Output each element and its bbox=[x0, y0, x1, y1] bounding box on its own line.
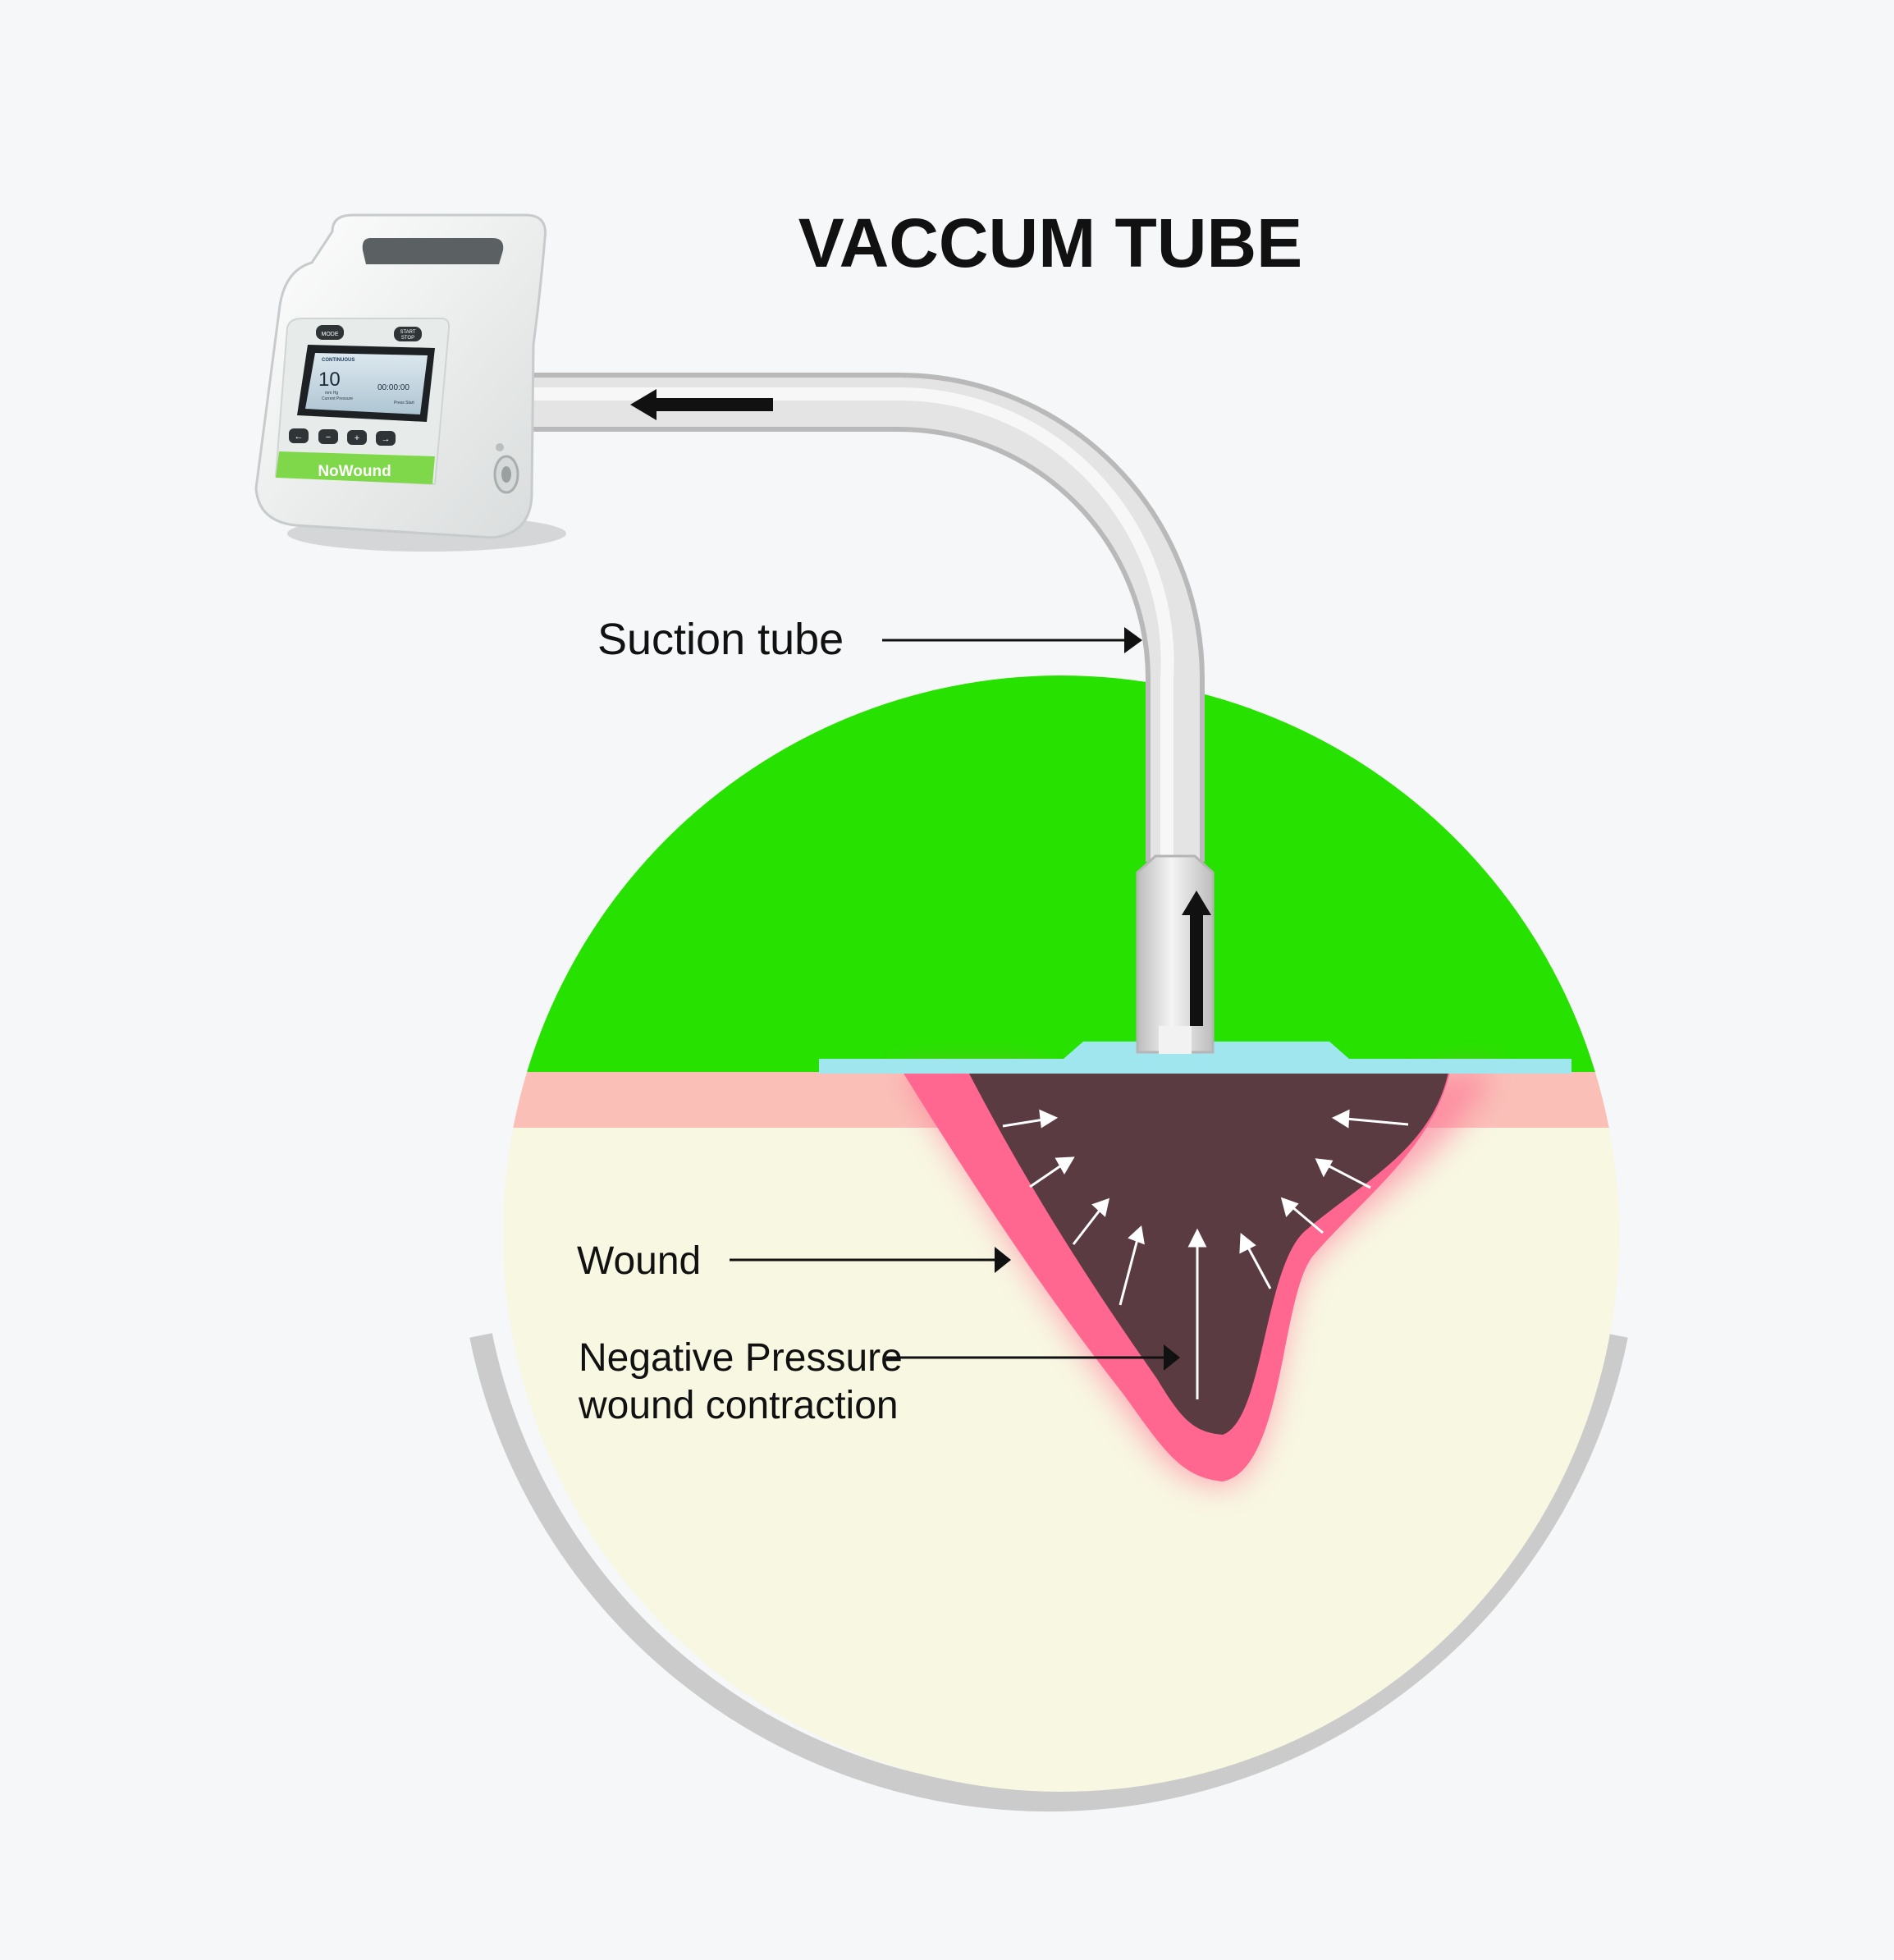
device-screen-caption: Current Pressure bbox=[322, 396, 353, 401]
device-screen-status: Press Start bbox=[394, 401, 414, 405]
device-mode-label: MODE bbox=[322, 332, 339, 337]
label-suction-tube: Suction tube bbox=[597, 615, 844, 664]
device-screen-unit: mm Hg bbox=[325, 391, 338, 396]
device-port-opening bbox=[501, 466, 511, 483]
device-start-stop-button[interactable] bbox=[394, 327, 422, 341]
device-nav-right-button[interactable] bbox=[376, 431, 396, 446]
device-nav-right-icon: → bbox=[382, 434, 391, 444]
label-negative-pressure-line2: wound contraction bbox=[578, 1384, 899, 1427]
base-ring-arc bbox=[469, 1333, 1628, 1812]
npwt-device: NoWound MODE START STOP CONTINUOUS 10 mm… bbox=[254, 213, 566, 552]
device-brand: NoWound bbox=[318, 463, 391, 480]
device-mode-button[interactable] bbox=[316, 325, 344, 340]
device-brand-band bbox=[276, 451, 435, 484]
device-nav-plus-button[interactable] bbox=[347, 430, 367, 445]
device-nav-buttons: ← − + → bbox=[289, 428, 396, 446]
skin-surface-region bbox=[503, 675, 1619, 1072]
device-nav-left-icon: ← bbox=[295, 432, 304, 442]
label-wound: Wound bbox=[577, 1239, 701, 1283]
connector-tip bbox=[1159, 1026, 1192, 1054]
device-handle-opening bbox=[362, 238, 504, 264]
diagram-title: VACCUM TUBE bbox=[798, 204, 1302, 282]
device-nav-plus-icon: + bbox=[355, 433, 359, 443]
contraction-arrows bbox=[1002, 1109, 1409, 1399]
device-screen-mode: CONTINUOUS bbox=[322, 358, 355, 363]
device-nav-left-button[interactable] bbox=[289, 428, 309, 443]
device-start-label: START bbox=[400, 330, 415, 335]
leader-negative-pressure bbox=[886, 1344, 1180, 1371]
leader-wound bbox=[730, 1247, 1011, 1273]
device-side-indicator bbox=[496, 443, 504, 451]
suction-tube-highlight bbox=[509, 387, 1174, 862]
wound-dressing bbox=[819, 1042, 1571, 1074]
device-screen-value: 10 bbox=[318, 369, 341, 391]
device-screen bbox=[305, 353, 428, 414]
device-nav-minus-icon: − bbox=[326, 433, 331, 442]
device-stop-label: STOP bbox=[401, 336, 414, 341]
flow-arrow-horizontal bbox=[630, 389, 773, 420]
label-negative-pressure-line1: Negative Pressure bbox=[579, 1336, 903, 1380]
device-nav-minus-button[interactable] bbox=[318, 429, 338, 444]
flow-arrow-vertical bbox=[1182, 891, 1211, 1026]
device-screen-time: 00:00:00 bbox=[377, 383, 409, 392]
leader-suction-tube bbox=[882, 627, 1142, 653]
